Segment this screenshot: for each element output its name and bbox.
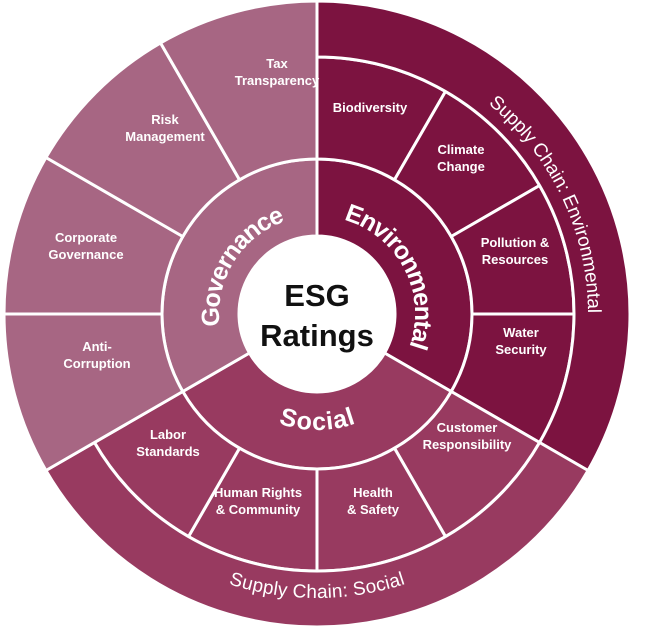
topic-label-line: Human Rights [214,485,302,500]
topic-label-line: Anti- [82,339,112,354]
topic-label-line: Resources [482,252,548,267]
segments-layer [1,0,633,629]
pillar-label-social: Social [277,402,358,436]
center-title-line1: ESG [284,278,349,313]
topic-label-line: Health [353,485,393,500]
topic-label-line: Pollution & [481,235,550,250]
topic-label-social-1: Health & Safety [347,485,400,517]
topic-label-line: Change [437,159,485,174]
topic-label-line: Corruption [63,356,130,371]
pillar-label-social-text: Social [277,402,358,436]
topic-label-line: Corporate [55,230,117,245]
topic-label-line: Responsibility [423,437,513,452]
topic-label-line: Standards [136,444,200,459]
topic-label-environmental-2: Pollution & Resources [481,235,550,267]
topic-label-line: Transparency [235,73,320,88]
topic-label-line: Risk [151,112,179,127]
topic-label-line: Customer [437,420,498,435]
topic-label-line: Tax [266,56,288,71]
topic-label-line: Biodiversity [333,100,408,115]
topic-label-line: Labor [150,427,186,442]
topic-label-environmental-0: Biodiversity [333,100,408,115]
topic-segment-governance-3 [158,0,319,182]
center-circle [239,236,395,392]
topic-label-line: Governance [48,247,123,262]
center-title-line2: Ratings [260,318,374,353]
topic-label-line: & Safety [347,502,400,517]
topic-label-social-2: Human Rights & Community [214,485,302,517]
topic-label-line: Water [503,325,539,340]
topic-label-line: Management [125,129,205,144]
topic-label-line: Climate [438,142,485,157]
topic-label-governance-0: Anti- Corruption [63,339,130,371]
topic-label-line: & Community [216,502,301,517]
topic-label-line: Security [495,342,547,357]
